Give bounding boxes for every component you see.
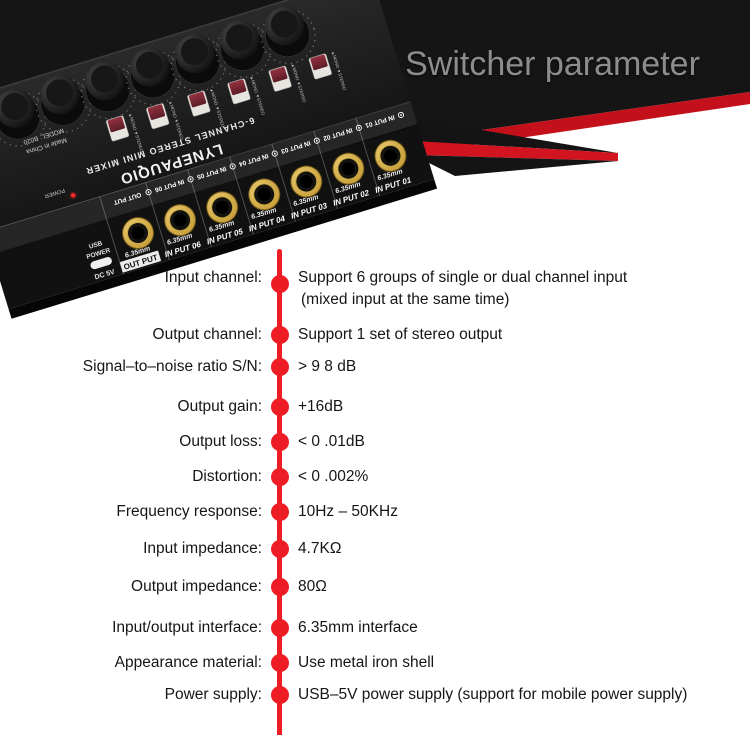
spec-dot	[271, 619, 289, 637]
jack-hole	[341, 162, 355, 176]
spec-label: Frequency response:	[116, 503, 262, 520]
jack-icon-dot	[358, 126, 360, 129]
jack-icon	[187, 176, 194, 183]
spec-dot	[271, 433, 289, 451]
spec-dot	[271, 358, 289, 376]
jack-icon	[313, 137, 320, 144]
banner-title: Switcher parameter	[405, 45, 700, 83]
jack-icon	[271, 150, 278, 157]
jack-hole	[131, 226, 145, 240]
mixer-bevel	[0, 101, 418, 255]
spec-label: Output impedance:	[131, 578, 262, 595]
switch-cap	[270, 66, 288, 83]
power-label: POWER	[44, 187, 66, 199]
channel-divider	[145, 182, 170, 261]
spec-value: Use metal iron shell	[298, 654, 435, 671]
spec-value-line2: (mixed input at the same time)	[301, 291, 510, 308]
spec-timeline	[277, 249, 282, 735]
jack-icon	[229, 163, 236, 170]
jack-hole	[173, 213, 187, 227]
jack-icon	[355, 124, 362, 131]
jack-icon-dot	[400, 114, 402, 116]
spec-dot	[271, 686, 289, 704]
jack-icon	[145, 189, 152, 196]
usb-c-port	[90, 257, 112, 270]
spec-dot	[271, 578, 289, 596]
spec-label: Input/output interface:	[112, 619, 262, 636]
spec-label: Output channel:	[152, 326, 262, 343]
channel-divider	[355, 118, 381, 196]
jack-hole	[215, 200, 229, 214]
mixer-underside	[8, 179, 438, 319]
spec-value: 4.7KΩ	[298, 540, 342, 557]
spec-label: Appearance material:	[114, 654, 262, 671]
spec-dot	[271, 326, 289, 344]
switch-cap	[147, 104, 166, 120]
spec-value: Support 6 groups of single or dual chann…	[298, 269, 628, 286]
spec-dot	[271, 468, 289, 486]
mixer-photo: 6-CHANNEL STEREO MINI MIXER LYNEPAUQIO M…	[0, 0, 438, 319]
output-label-box	[119, 250, 161, 273]
knob-top	[46, 79, 74, 107]
spec-value: +16dB	[298, 398, 344, 415]
spec-label: Output gain:	[177, 398, 262, 415]
knob-top	[91, 65, 119, 93]
channel-divider	[229, 156, 254, 235]
channel-divider	[187, 169, 212, 248]
spec-dot	[271, 540, 289, 558]
spec-dot	[271, 503, 289, 521]
spec-label: Distortion:	[192, 468, 262, 485]
spec-value: 10Hz – 50KHz	[298, 503, 398, 520]
spec-label: Input impedance:	[143, 540, 262, 557]
switch-cap	[310, 54, 328, 71]
jack-icon-dot	[147, 191, 150, 194]
channel-divider	[99, 196, 124, 275]
channel-divider	[271, 143, 296, 222]
spec-value: 6.35mm interface	[298, 619, 418, 636]
jack-icon-dot	[273, 152, 276, 155]
spec-value: < 0 .002%	[298, 468, 369, 485]
spec-value: Support 1 set of stereo output	[298, 326, 503, 343]
spec-label: Input channel:	[164, 269, 262, 286]
spec-label: Power supply:	[164, 686, 262, 703]
spec-value: < 0 .01dB	[298, 433, 365, 450]
jack-icon-dot	[231, 165, 234, 168]
knob-top	[270, 10, 298, 38]
spec-dot	[271, 654, 289, 672]
spec-label: Signal–to–noise ratio S/N:	[82, 358, 262, 375]
knob-tick-ring	[260, 8, 316, 65]
usb-label: USB	[88, 240, 103, 251]
spec-value: USB–5V power supply (support for mobile …	[298, 686, 688, 703]
jack-hole	[299, 175, 313, 189]
spec-value: 80Ω	[298, 578, 327, 595]
spec-value: > 9 8 dB	[298, 358, 357, 375]
switch-cap	[188, 91, 207, 108]
knob-top	[1, 93, 29, 121]
jack-icon	[397, 111, 405, 119]
knob-top	[135, 51, 163, 79]
jack-icon-dot	[189, 178, 192, 181]
switch-cap	[229, 79, 247, 96]
spec-dot	[271, 398, 289, 416]
switch-cap	[107, 116, 125, 133]
spec-dot	[271, 275, 289, 293]
knob-top	[225, 24, 253, 52]
jack-hole	[257, 187, 271, 201]
knob-top	[180, 38, 208, 66]
jack-icon-dot	[315, 139, 318, 142]
jack-hole	[383, 149, 397, 163]
channel-divider	[313, 131, 339, 209]
spec-label: Output loss:	[179, 433, 262, 450]
